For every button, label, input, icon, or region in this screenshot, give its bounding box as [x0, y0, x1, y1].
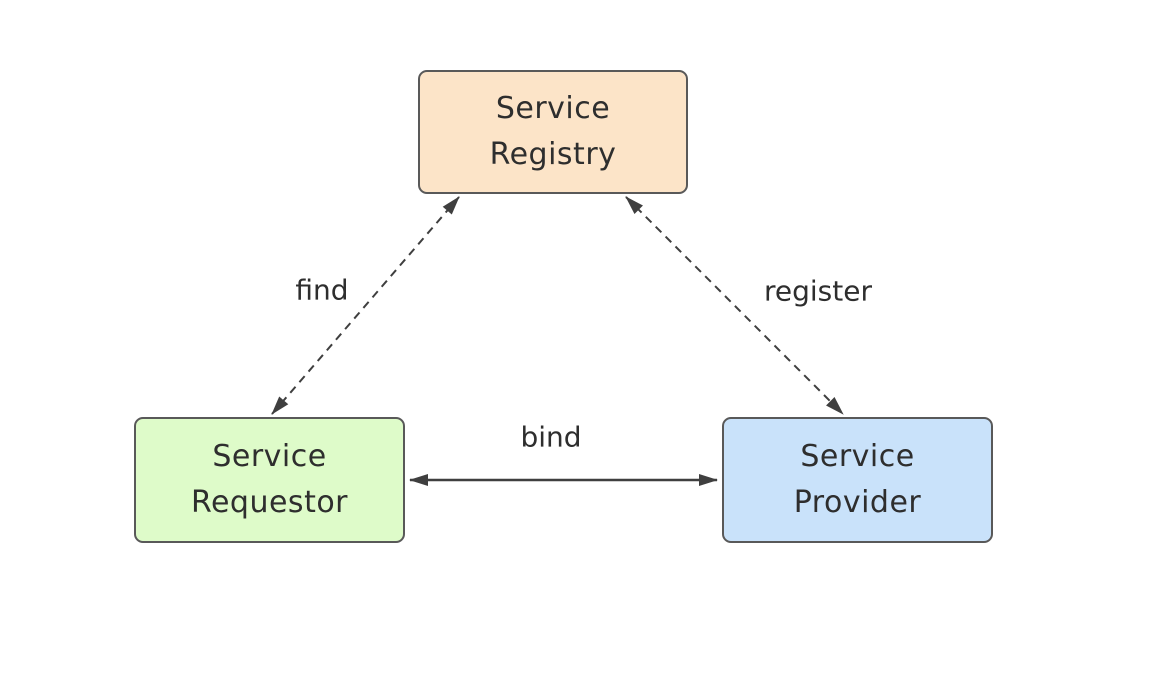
register-edge-line: [625, 196, 844, 415]
node-label-line: Service: [495, 91, 611, 126]
edge-label-bind: bind: [516, 420, 586, 454]
node-service-requestor: Service Requestor: [134, 417, 405, 543]
node-label-line: Requestor: [190, 485, 349, 520]
edge-label-register: register: [760, 274, 876, 308]
node-service-registry: Service Registry: [418, 70, 688, 194]
edge-label-find: find: [291, 273, 353, 307]
node-label-line: Service: [800, 439, 915, 474]
find-edge-line: [271, 196, 460, 415]
node-label-line: Service: [212, 439, 327, 474]
node-service-provider: Service Provider: [722, 417, 993, 543]
node-label-line: Registry: [489, 137, 617, 172]
node-label-line: Provider: [793, 485, 922, 520]
